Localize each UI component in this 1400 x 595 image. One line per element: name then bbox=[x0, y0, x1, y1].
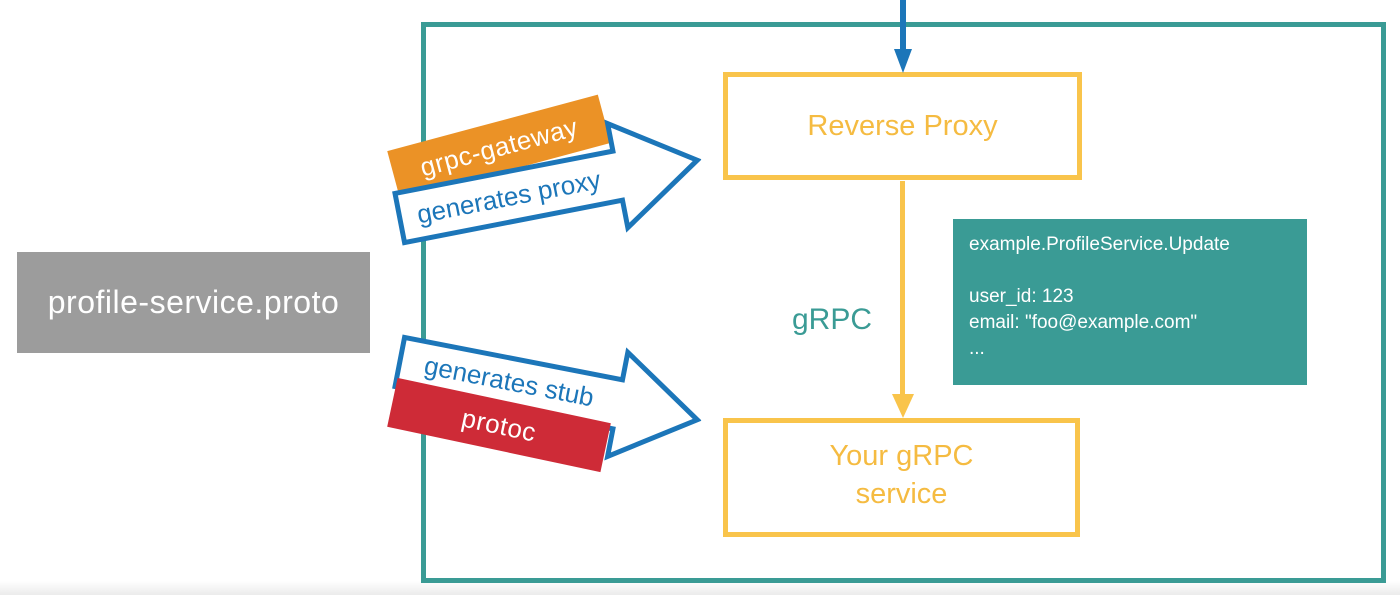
arrow-shaft bbox=[900, 0, 906, 53]
request-field-user-id: user_id: 123 bbox=[969, 286, 1074, 307]
request-method: example.ProfileService.Update bbox=[969, 234, 1230, 255]
grpc-protocol-label: gRPC bbox=[791, 303, 873, 336]
incoming-request-arrow-icon bbox=[894, 0, 912, 73]
grpc-service-box: Your gRPC service bbox=[723, 418, 1080, 537]
request-field-email: email: "foo@example.com" bbox=[969, 312, 1198, 333]
arrow-outline bbox=[392, 119, 702, 246]
request-message-box: example.ProfileService.Update user_id: 1… bbox=[953, 219, 1307, 385]
request-ellipsis: ... bbox=[969, 338, 985, 359]
grpc-service-label-line1: Your gRPC bbox=[829, 440, 974, 472]
arrow-shaft bbox=[900, 181, 905, 399]
page-bottom-shadow bbox=[0, 581, 1400, 595]
reverse-proxy-label: Reverse Proxy bbox=[807, 109, 998, 142]
proto-file-box: profile-service.proto bbox=[17, 252, 370, 353]
proto-file-label: profile-service.proto bbox=[47, 284, 340, 320]
generates-proxy-arrow-icon: generates proxy bbox=[392, 119, 702, 246]
grpc-connector-arrow-icon bbox=[892, 181, 914, 418]
grpc-service-label-line2: service bbox=[855, 478, 948, 510]
arrow-head bbox=[892, 394, 914, 418]
arrow-head bbox=[894, 49, 912, 73]
reverse-proxy-box: Reverse Proxy bbox=[723, 72, 1082, 180]
protoc-ribbon-label: protoc bbox=[459, 402, 540, 448]
